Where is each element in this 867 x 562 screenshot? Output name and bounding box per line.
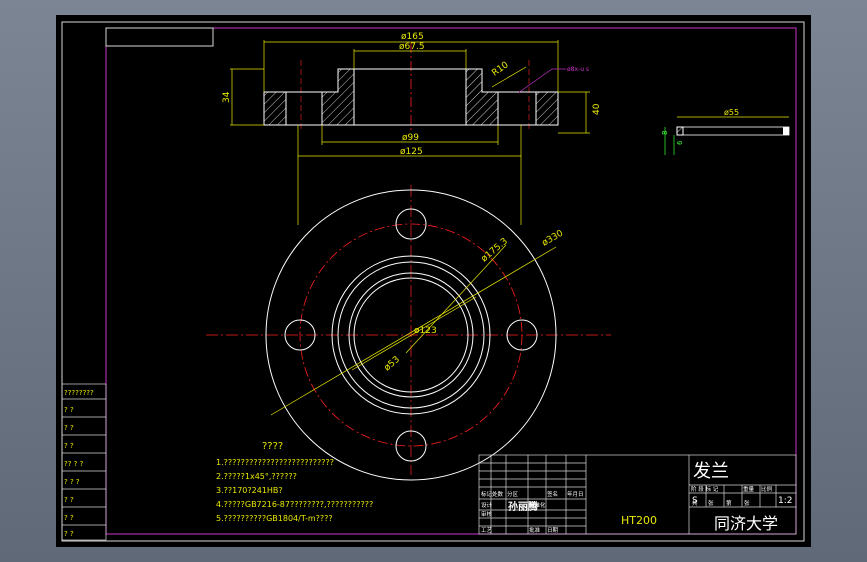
dim-r10: R10 [490,60,510,79]
svg-text:3.??170?241HB?: 3.??170?241HB? [216,486,283,495]
svg-text:工艺: 工艺 [481,527,493,534]
svg-text:? ?: ? ? [64,406,74,414]
svg-text:设计: 设计 [481,501,493,509]
svg-text:标准化: 标准化 [529,501,546,509]
dim-d55: ø55 [724,108,739,117]
left-column-table [61,383,107,541]
svg-text:批准: 批准 [529,526,541,534]
svg-text:2.?????1x45°,??????: 2.?????1x45°,?????? [216,472,297,481]
dim-d175: ø175.3 [480,237,510,265]
dim-h6: 6 [676,140,684,145]
dim-h34: 34 [222,91,232,103]
cad-drawing-canvas[interactable]: ø165 ø67.5 R10 ø8x-u s 34 40 ø99 ø125 ø5… [56,15,811,547]
svg-text:5.??????????GB1804/T-m????: 5.??????????GB1804/T-m???? [216,514,333,523]
gasket-view [664,116,790,155]
svg-text:阶 段 标 记: 阶 段 标 记 [691,485,719,493]
title-block-labels: 标记 设计 审核 工艺 处数 分区 签名 年月日 标准化 批准 日期 阶 段 标… [481,485,773,534]
dim-d123: ø123 [414,326,437,336]
svg-text:审核: 审核 [481,510,493,518]
svg-text:????: ???? [262,441,283,452]
svg-text:签名: 签名 [547,490,558,498]
dim-d99: ø99 [402,133,419,143]
technical-notes: ???? 1.?????????????????????????? 2.????… [216,441,373,523]
svg-text:第: 第 [726,499,732,507]
dim-d330: ø330 [541,228,566,248]
top-left-code-box [105,27,214,47]
dim-d53: ø53 [383,355,402,374]
svg-text:日期: 日期 [547,527,559,534]
svg-text:? ?: ? ? [64,442,74,450]
dim-d67-5: ø67.5 [399,42,425,52]
dim-d125: ø125 [400,147,423,157]
section-view [263,43,559,130]
material-label: HT200 [621,514,657,527]
left-column-labels: ???????? ? ? ? ? ? ? ?? ? ? ? ? ? ? ? ? … [64,389,94,538]
section-dimensions [230,40,590,225]
svg-text:重量: 重量 [743,485,755,493]
drawing-svg: ø165 ø67.5 R10 ø8x-u s 34 40 ø99 ø125 ø5… [61,21,805,542]
scale-value: 1:2 [778,496,792,506]
svg-text:年月日: 年月日 [567,490,584,498]
outer-frame [61,21,805,542]
svg-text:比例: 比例 [761,485,773,493]
school-name: 同济大学 [714,514,778,533]
scale-prefix: S [692,496,698,506]
inner-frame [105,27,797,535]
dim-d165: ø165 [401,32,424,42]
title-block [478,454,797,535]
dim-h8: 8 [661,131,669,135]
svg-text:? ? ?: ? ? ? [64,478,80,486]
drawing-title: 发兰 [693,461,729,482]
svg-text:????????: ???????? [64,389,94,397]
svg-text:处数: 处数 [492,490,504,498]
svg-text:? ?: ? ? [64,530,74,538]
plan-view [206,185,611,481]
svg-text:? ?: ? ? [64,424,74,432]
svg-text:4.?????GB7216-87????????,?????: 4.?????GB7216-87????????,??????????? [216,500,373,509]
drawer-name: 孙丽腾 [508,500,539,513]
dim-h40: 40 [592,103,602,115]
svg-text:标记: 标记 [481,490,493,498]
svg-text:分区: 分区 [507,490,519,498]
svg-text:张: 张 [708,499,714,507]
svg-text:张: 张 [744,499,750,507]
svg-text:?? ? ?: ?? ? ? [64,460,84,468]
svg-text:共: 共 [692,499,698,507]
bolt-hole-note: ø8x-u s [567,66,589,73]
svg-text:? ?: ? ? [64,496,74,504]
svg-text:1.??????????????????????????: 1.?????????????????????????? [216,458,334,467]
svg-text:? ?: ? ? [64,514,74,522]
